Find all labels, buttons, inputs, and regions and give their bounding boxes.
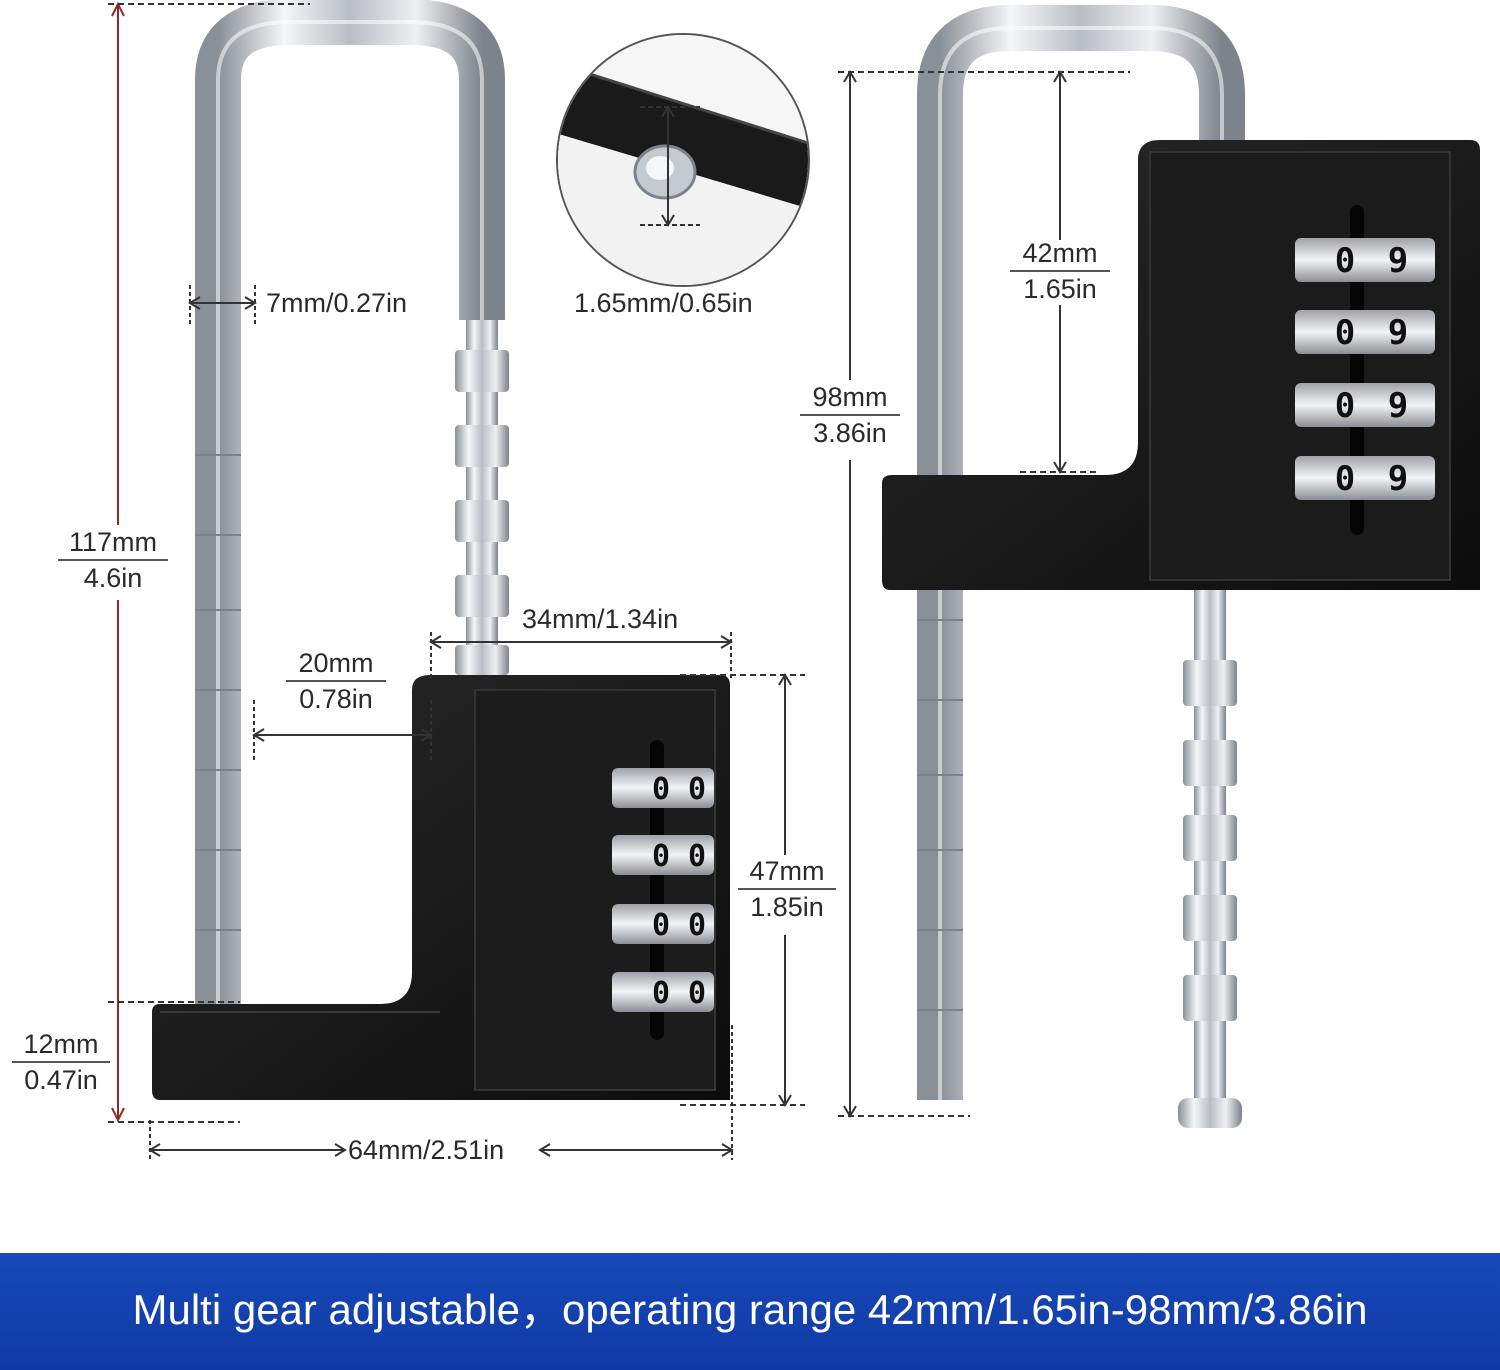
left-dial-digit: 0	[688, 976, 706, 1011]
product-illustration: 0 0 0 0 0 0 0 0	[108, 0, 1480, 1160]
body-width-label: 34mm/1.34in	[522, 604, 679, 634]
left-height-label: 117mm 4.6in	[58, 525, 168, 595]
right-dial-digit: 9	[1388, 313, 1408, 353]
right-lock-notched-rod	[1178, 590, 1242, 1128]
left-lock: 0 0 0 0 0 0 0 0	[108, 0, 805, 1160]
right-dial-digit: 0	[1335, 241, 1355, 281]
left-dial-digit: 0	[652, 772, 670, 807]
left-dial-digit: 0	[652, 839, 670, 874]
left-lock-dials: 0 0 0 0 0 0 0 0	[612, 768, 714, 1012]
banner-text: Multi gear adjustable，operating range 42…	[132, 1286, 1368, 1333]
right-dial-digit: 9	[1388, 459, 1408, 499]
bottom-banner: Multi gear adjustable，operating range 42…	[0, 1253, 1500, 1370]
right-dial-digit: 0	[1335, 459, 1355, 499]
left-lock-notched-rod	[455, 320, 509, 680]
left-dial-digit: 0	[688, 839, 706, 874]
right-dial-digit: 9	[1388, 241, 1408, 281]
right-dial-digit: 0	[1335, 386, 1355, 426]
min-range-label: 42mm 1.65in	[1010, 236, 1110, 306]
left-dial-digit: 0	[652, 976, 670, 1011]
base-height-label: 12mm 0.47in	[12, 1027, 110, 1097]
max-range-label: 98mm 3.86in	[800, 380, 900, 450]
shackle-diameter-label: 7mm/0.27in	[266, 288, 408, 318]
inner-width-label: 20mm 0.78in	[286, 646, 386, 716]
right-dial-digit: 0	[1335, 313, 1355, 353]
detail-inset-label: 1.65mm/0.65in	[574, 288, 753, 318]
right-lock-dimensions	[838, 70, 1130, 1118]
total-width-label: 64mm/2.51in	[348, 1135, 505, 1165]
body-height-label: 47mm 1.85in	[738, 854, 836, 924]
detail-inset	[556, 33, 810, 287]
left-lock-dimensions	[108, 1, 805, 1160]
left-dial-digit: 0	[688, 908, 706, 943]
right-lock: 0 9 0 9 0 9 0 9	[838, 5, 1480, 1128]
right-dial-digit: 9	[1388, 386, 1408, 426]
right-lock-dials: 0 9 0 9 0 9 0 9	[1295, 238, 1435, 500]
left-dial-digit: 0	[688, 772, 706, 807]
left-dial-digit: 0	[652, 908, 670, 943]
